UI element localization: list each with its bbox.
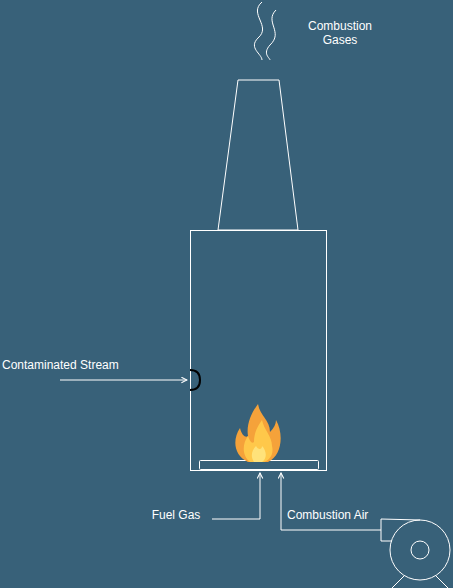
label-text: Combustion Gases [308, 19, 372, 47]
flame-inner [244, 420, 273, 462]
blower-hub [411, 541, 429, 559]
feed-label: Contaminated Stream [2, 358, 142, 372]
label-text: Contaminated Stream [2, 358, 119, 372]
air-line [281, 473, 381, 530]
label-text: Combustion Air [287, 508, 368, 522]
label-text: Fuel Gas [152, 508, 201, 522]
blower-housing [390, 520, 450, 580]
blower-base [392, 576, 448, 588]
smoke-line [254, 2, 262, 60]
exhaust-label: Combustion Gases [300, 19, 380, 47]
blower-outlet [381, 519, 420, 541]
smoke-line [266, 10, 276, 60]
combustion-chamber [191, 231, 327, 471]
air-label: Combustion Air [287, 508, 397, 522]
fuel-label: Fuel Gas [140, 508, 212, 522]
fuel-line [212, 473, 260, 519]
inlet-nozzle [190, 370, 200, 390]
flame [235, 404, 280, 462]
flame-core [252, 446, 266, 462]
feed-arrow [60, 380, 187, 381]
stack [218, 80, 298, 230]
flame-outer [235, 404, 280, 462]
